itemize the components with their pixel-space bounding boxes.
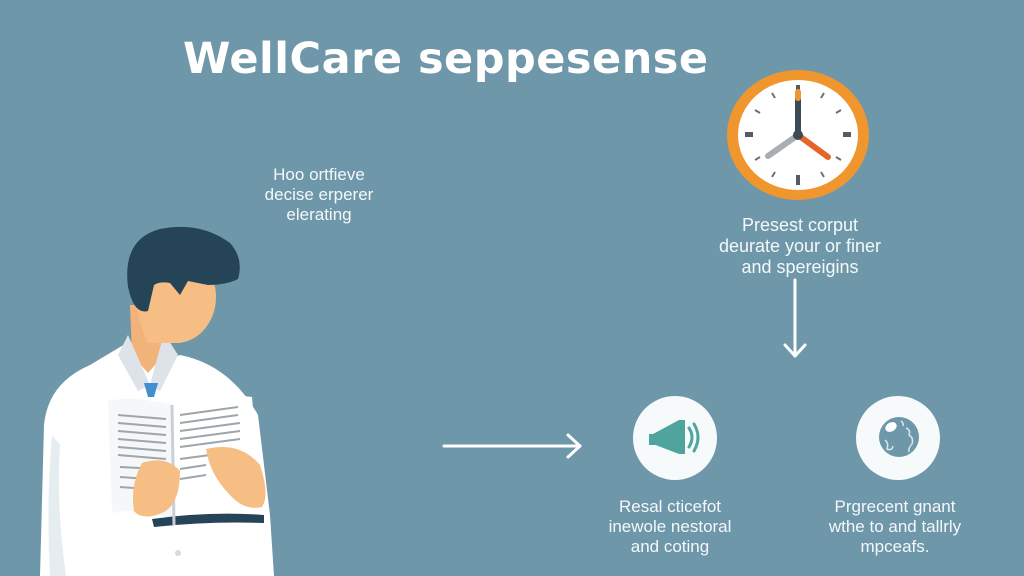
caption-line: elerating — [286, 205, 352, 224]
caption-line: and coting — [630, 537, 710, 556]
caption-clock: Presest corput deurate your or finer and… — [700, 215, 900, 278]
caption-line: inewole nestoral — [608, 517, 732, 536]
caption-line: and spereigins — [741, 257, 859, 277]
globe-icon — [856, 396, 940, 480]
caption-line: Hoo ortfieve — [273, 165, 365, 184]
caption-line: deurate your or finer — [718, 236, 882, 256]
megaphone-icon — [633, 396, 717, 480]
clock-icon — [725, 68, 871, 202]
caption-line: wthe to and tallrly — [828, 517, 962, 536]
caption-line: Resal cticefot — [618, 497, 722, 516]
caption-left: Hoo ortfieve decise erperer elerating — [234, 165, 404, 225]
caption-line: mpceafs. — [860, 537, 930, 556]
caption-line: Prgrecent gnant — [834, 497, 956, 516]
caption-globe: Prgrecent gnant wthe to and tallrly mpce… — [820, 497, 970, 557]
page-title: WellCare seppesense — [183, 34, 709, 84]
caption-line: Presest corput — [741, 215, 859, 235]
caption-megaphone: Resal cticefot inewole nestoral and coti… — [595, 497, 745, 557]
arrow-right-icon — [440, 430, 586, 465]
person-reading-illustration — [30, 215, 290, 576]
caption-line: decise erperer — [264, 185, 374, 204]
arrow-down-icon — [780, 278, 810, 367]
